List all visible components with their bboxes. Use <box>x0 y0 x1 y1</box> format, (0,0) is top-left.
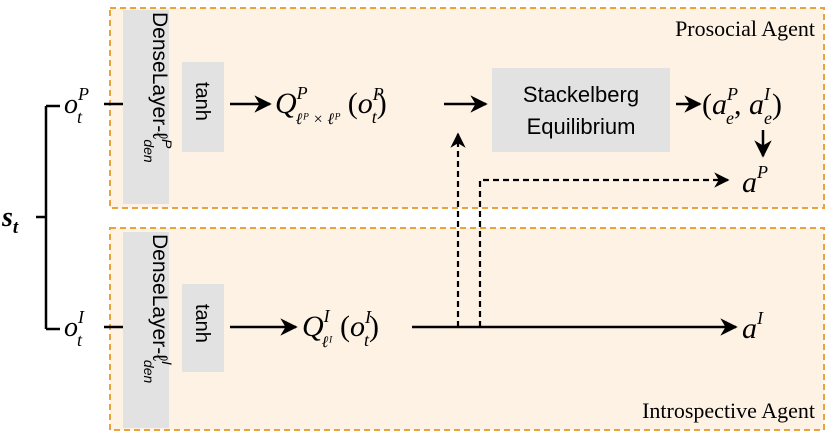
introspective-agent-box <box>109 227 825 431</box>
prosocial-tanh-box <box>182 62 224 152</box>
introspective-tanh-box <box>182 284 224 372</box>
state-label: st <box>1 202 19 238</box>
state-bracket <box>36 104 60 331</box>
introspective-to-prosocial-action-dashed-arrow <box>478 172 730 327</box>
prosocial-dense-layer-box <box>123 10 169 204</box>
introspective-dense-layer-box <box>123 232 169 428</box>
stackelberg-label-line2: Equilibrium <box>527 114 636 139</box>
introspective-tanh-label: tanh <box>191 304 213 343</box>
introspective-dense-layer-label: DenseLayer-ℓIden <box>141 234 175 383</box>
prosocial-agent-box <box>109 7 825 209</box>
prosocial-tanh-label: tanh <box>191 82 213 121</box>
introspective-agent-title: Introspective Agent <box>642 398 815 423</box>
stackelberg-equilibrium-box <box>492 68 670 152</box>
introspective-action: aI <box>742 308 764 345</box>
prosocial-agent-title: Prosocial Agent <box>675 16 815 41</box>
prosocial-dense-layer-label: DenseLayer-ℓPden <box>141 12 175 163</box>
stackelberg-label-line1: Stackelberg <box>523 82 639 107</box>
prosocial-action: aP <box>742 162 768 199</box>
